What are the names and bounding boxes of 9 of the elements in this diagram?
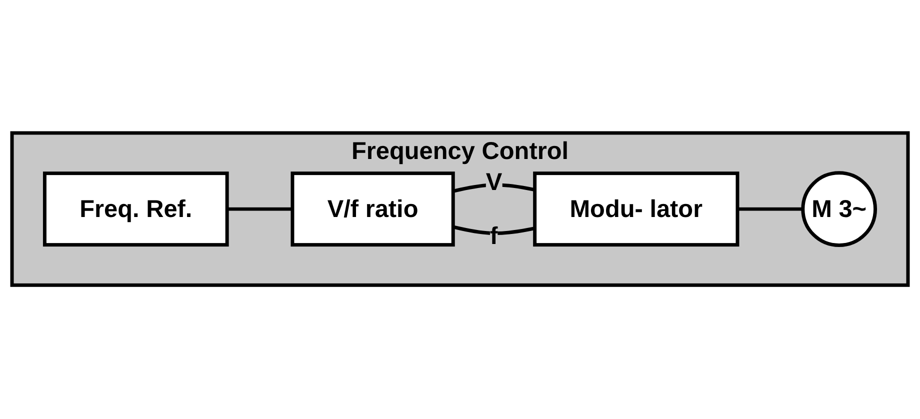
edge-label: f — [490, 222, 498, 250]
node-box: Modu- lator — [533, 172, 740, 247]
connector — [452, 226, 536, 236]
connector — [737, 208, 803, 212]
node-circle: M 3~ — [801, 172, 878, 248]
connector — [227, 208, 292, 212]
node-box: V/f ratio — [290, 172, 455, 247]
edge-label: V — [486, 168, 502, 196]
node-box: Freq. Ref. — [42, 172, 229, 247]
